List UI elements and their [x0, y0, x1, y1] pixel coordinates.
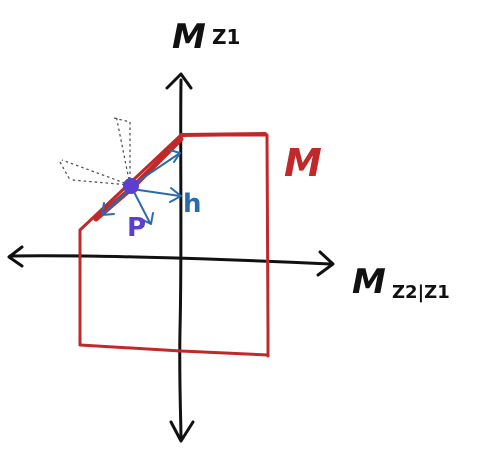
- region-outline: [78, 133, 270, 358]
- x-axis-label: M: [352, 262, 386, 302]
- cone-line-lower-left: [71, 179, 131, 186]
- normal-label: h: [183, 189, 202, 219]
- x-axis-right-arrowhead: [316, 250, 335, 277]
- cone-cap-left: [59, 161, 71, 181]
- point-label: P: [127, 213, 146, 243]
- vector-arrows-icon: [101, 149, 182, 225]
- axes: [7, 72, 335, 443]
- region-top-edge: [179, 132, 267, 137]
- vector-right: [131, 188, 181, 197]
- region-m: [78, 132, 270, 358]
- cone-line-left: [61, 159, 131, 186]
- dotted-cone-icon: [59, 114, 131, 186]
- vector-down-left: [102, 189, 130, 215]
- vector-down-left-head: [101, 202, 115, 216]
- y-axis-bottom-arrowhead: [169, 420, 195, 443]
- x-axis-subscript: Z2|Z1: [392, 282, 450, 303]
- y-axis-label: M: [172, 17, 206, 57]
- x-axis-line: [8, 254, 332, 266]
- y-axis-top-arrowhead: [165, 72, 193, 90]
- region-diagonal-edge: [93, 136, 184, 222]
- y-axis-subscript: Z1: [212, 25, 240, 49]
- vector-to-corner: [130, 152, 181, 187]
- vector-right-head: [169, 187, 182, 203]
- x-axis-left-arrowhead: [7, 245, 24, 268]
- point-p-marker: [123, 178, 139, 194]
- cone-line-upper-left: [115, 114, 131, 186]
- vector-to-corner-head: [169, 149, 181, 163]
- region-label: M: [284, 141, 322, 185]
- vector-down-right-head: [140, 212, 154, 225]
- vector-down-right: [132, 189, 151, 224]
